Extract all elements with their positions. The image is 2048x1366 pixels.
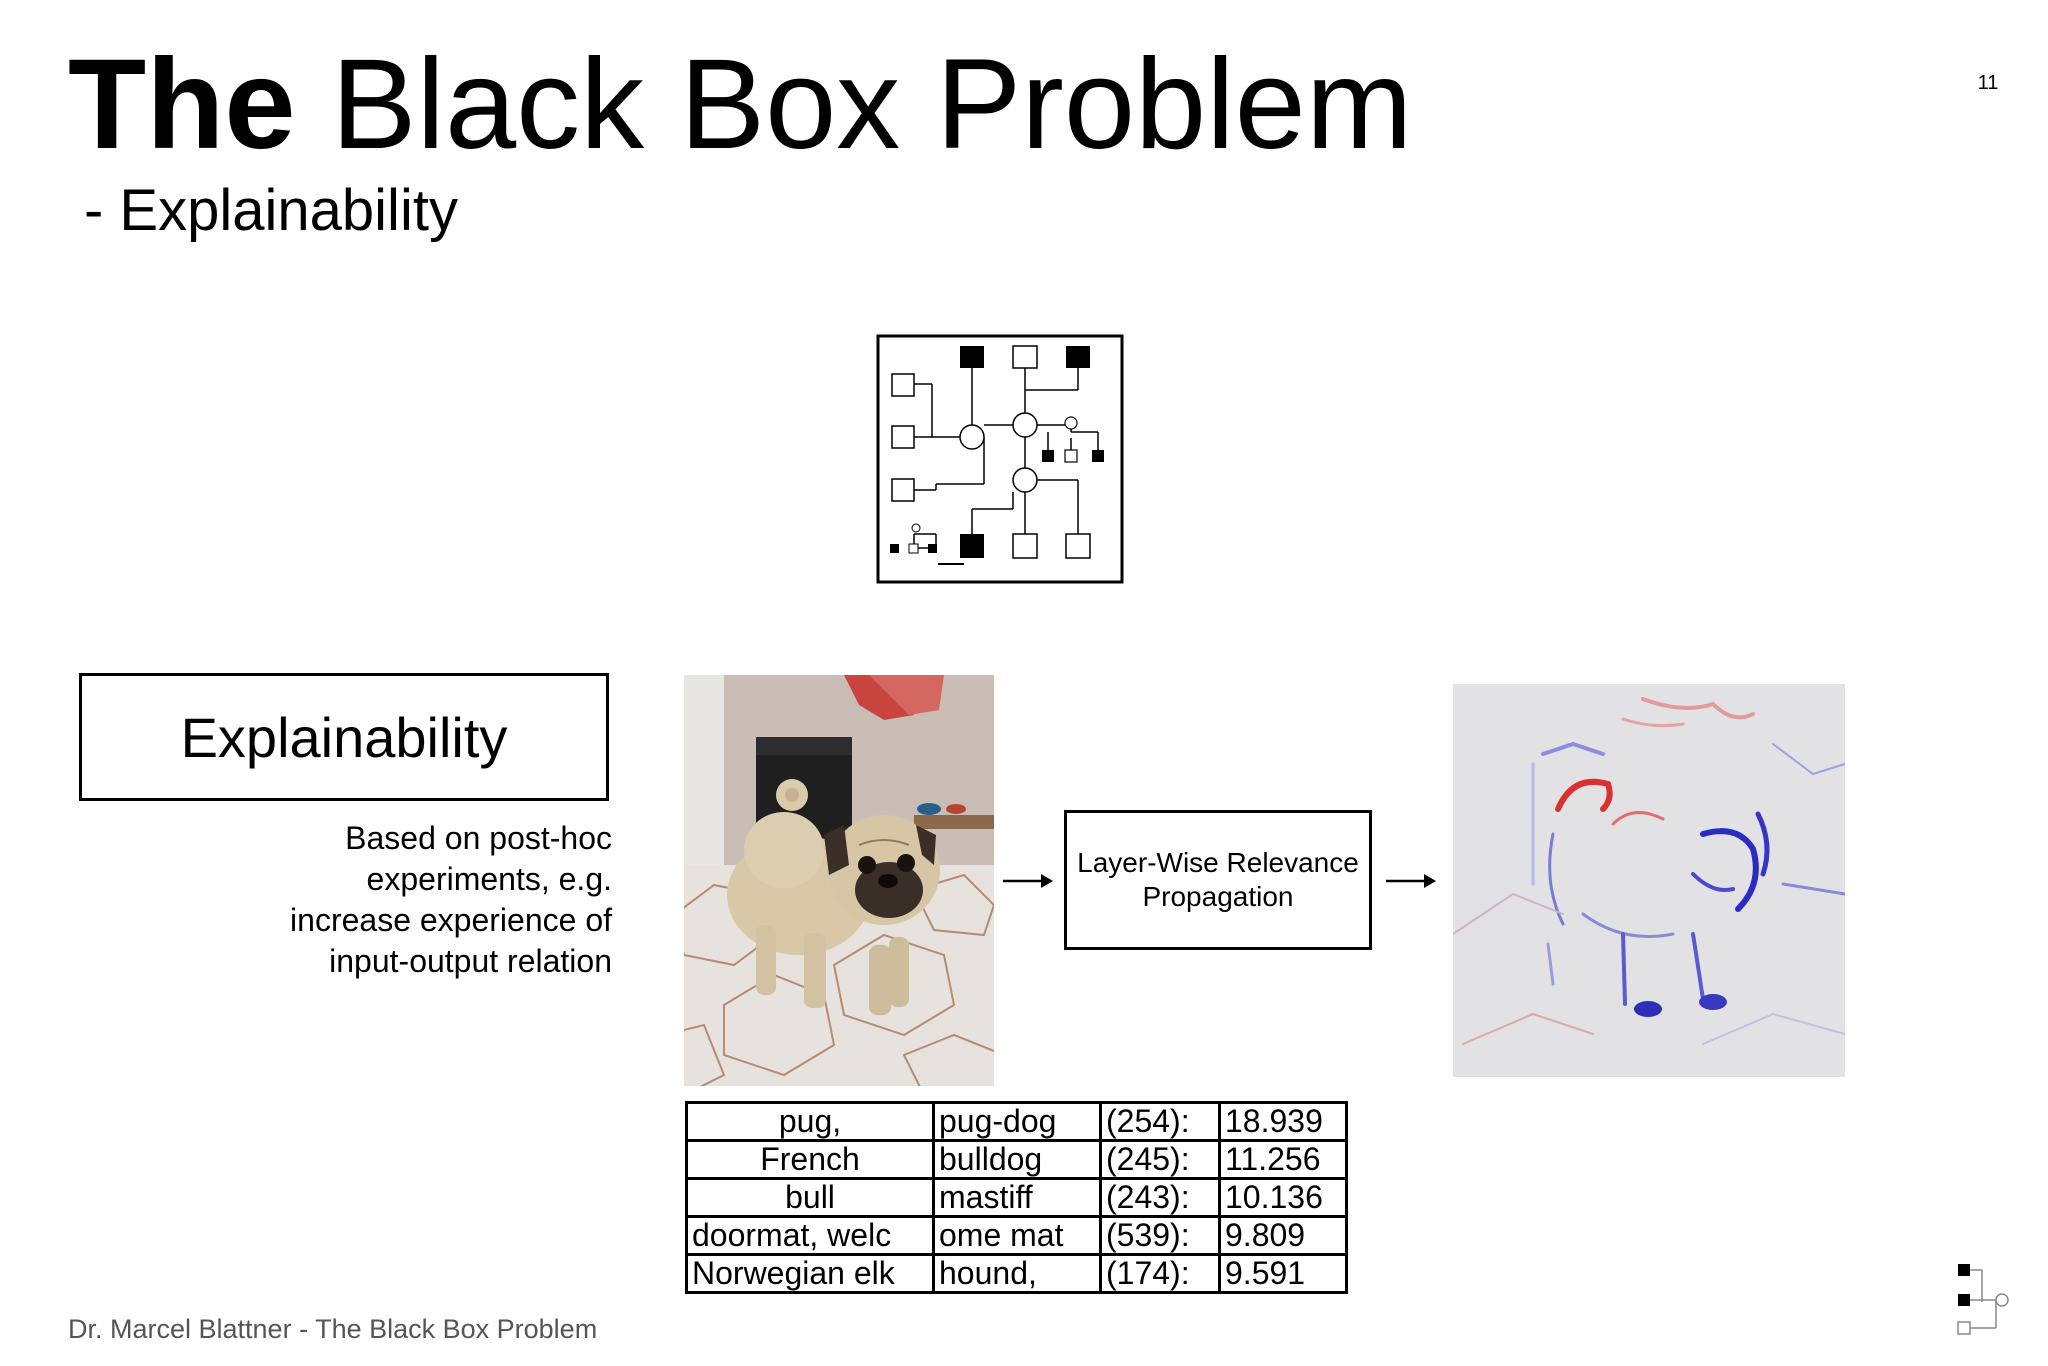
explainability-label: Explainability: [180, 705, 508, 769]
footer-text: Dr. Marcel Blattner - The Black Box Prob…: [68, 1314, 598, 1344]
layer-wise-relevance-propagation-box: Layer-Wise Relevance Propagation: [1064, 810, 1372, 950]
description-line: Based on post-hoc: [345, 820, 612, 856]
relevance-heatmap-image: [1453, 684, 1845, 1077]
lrp-label-line2: Propagation: [1142, 881, 1294, 912]
slide-subtitle: - Explainability: [84, 178, 458, 243]
table-cell: 18.939: [1218, 1101, 1348, 1142]
description-line: input-output relation: [329, 943, 612, 979]
explainability-description: Based on post-hoc experiments, e.g. incr…: [200, 818, 612, 982]
logo-icon: [1957, 1264, 2009, 1335]
table-cell: (174):: [1099, 1253, 1221, 1294]
slide-title: The Black Box Problem: [68, 30, 1412, 180]
table-cell: doormat, welc: [685, 1215, 935, 1256]
explainability-box: Explainability: [79, 673, 609, 801]
table-row: pug, pug-dog (254): 18.939: [685, 1101, 1348, 1142]
table-cell: (539):: [1099, 1215, 1221, 1256]
description-line: experiments, e.g.: [366, 861, 612, 897]
table-cell: 9.591: [1218, 1253, 1348, 1294]
table-cell: (254):: [1099, 1101, 1221, 1142]
table-cell: (245):: [1099, 1139, 1221, 1180]
table-cell: (243):: [1099, 1177, 1221, 1218]
slide-title-bold: The: [68, 33, 296, 176]
table-cell: French: [685, 1139, 935, 1180]
table-cell: 9.809: [1218, 1215, 1348, 1256]
arrow-right-icon: [1386, 874, 1436, 888]
table-cell: hound,: [932, 1253, 1102, 1294]
table-cell: bull: [685, 1177, 935, 1218]
table-row: French bulldog (245): 11.256: [685, 1139, 1348, 1180]
table-row: doormat, welc ome mat (539): 9.809: [685, 1215, 1348, 1256]
slide-number: 11: [1977, 72, 1999, 94]
table-cell: ome mat: [932, 1215, 1102, 1256]
table-row: Norwegian elk hound, (174): 9.591: [685, 1253, 1348, 1294]
table-cell: 11.256: [1218, 1139, 1348, 1180]
prediction-table: pug, pug-dog (254): 18.939 French bulldo…: [685, 1101, 1348, 1294]
table-cell: 10.136: [1218, 1177, 1348, 1218]
network-diagram: [876, 334, 1124, 584]
table-cell: Norwegian elk: [685, 1253, 935, 1294]
table-cell: bulldog: [932, 1139, 1102, 1180]
description-line: increase experience of: [290, 902, 612, 938]
table-row: bull mastiff (243): 10.136: [685, 1177, 1348, 1218]
table-cell: mastiff: [932, 1177, 1102, 1218]
slide-title-rest: Black Box Problem: [295, 33, 1413, 176]
table-cell: pug-dog: [932, 1101, 1102, 1142]
arrow-right-icon: [1003, 874, 1053, 888]
table-cell: pug,: [685, 1101, 935, 1142]
pug-input-image: [684, 675, 994, 1086]
lrp-label-line1: Layer-Wise Relevance: [1077, 847, 1359, 878]
